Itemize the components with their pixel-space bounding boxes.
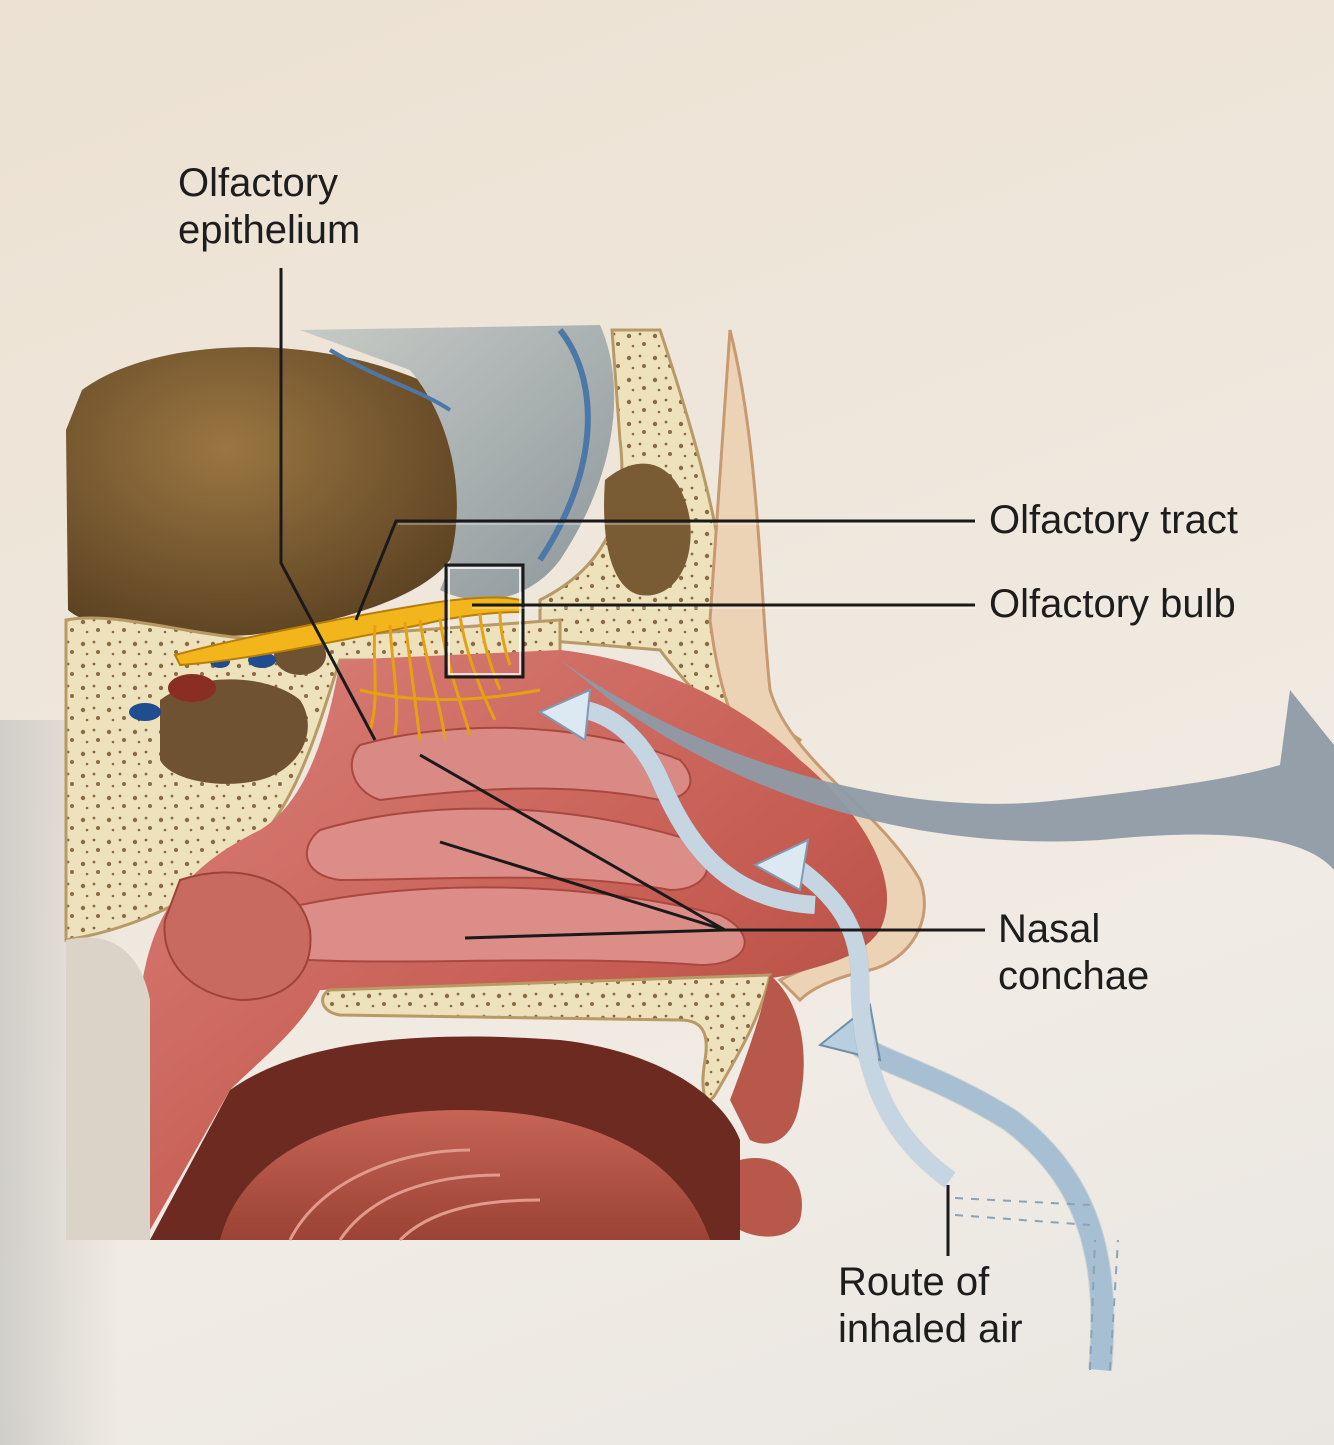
label-olfactory-epithelium: Olfactory epithelium [178, 160, 360, 254]
brain-region [66, 347, 467, 636]
label-olfactory-tract-text: Olfactory tract [989, 497, 1238, 544]
label-olfactory-bulb: Olfactory bulb [989, 581, 1236, 628]
label-route-of-inhaled-air: Route of inhaled air [838, 1259, 1023, 1353]
label-route-of-inhaled-air-line-2: inhaled air [838, 1306, 1023, 1353]
label-olfactory-epithelium-line-2: epithelium [178, 207, 360, 254]
label-olfactory-tract: Olfactory tract [989, 497, 1238, 544]
label-nasal-conchae-line-1: Nasal [998, 906, 1149, 953]
vein [129, 703, 161, 721]
label-olfactory-bulb-text: Olfactory bulb [989, 581, 1236, 628]
pharynx-wall [66, 938, 150, 1241]
artery [168, 674, 216, 702]
label-nasal-conchae-line-2: conchae [998, 953, 1149, 1000]
lower-lip [740, 1158, 802, 1237]
label-nasal-conchae: Nasal conchae [998, 906, 1149, 1000]
label-route-of-inhaled-air-line-1: Route of [838, 1259, 1023, 1306]
label-olfactory-epithelium-line-1: Olfactory [178, 160, 360, 207]
